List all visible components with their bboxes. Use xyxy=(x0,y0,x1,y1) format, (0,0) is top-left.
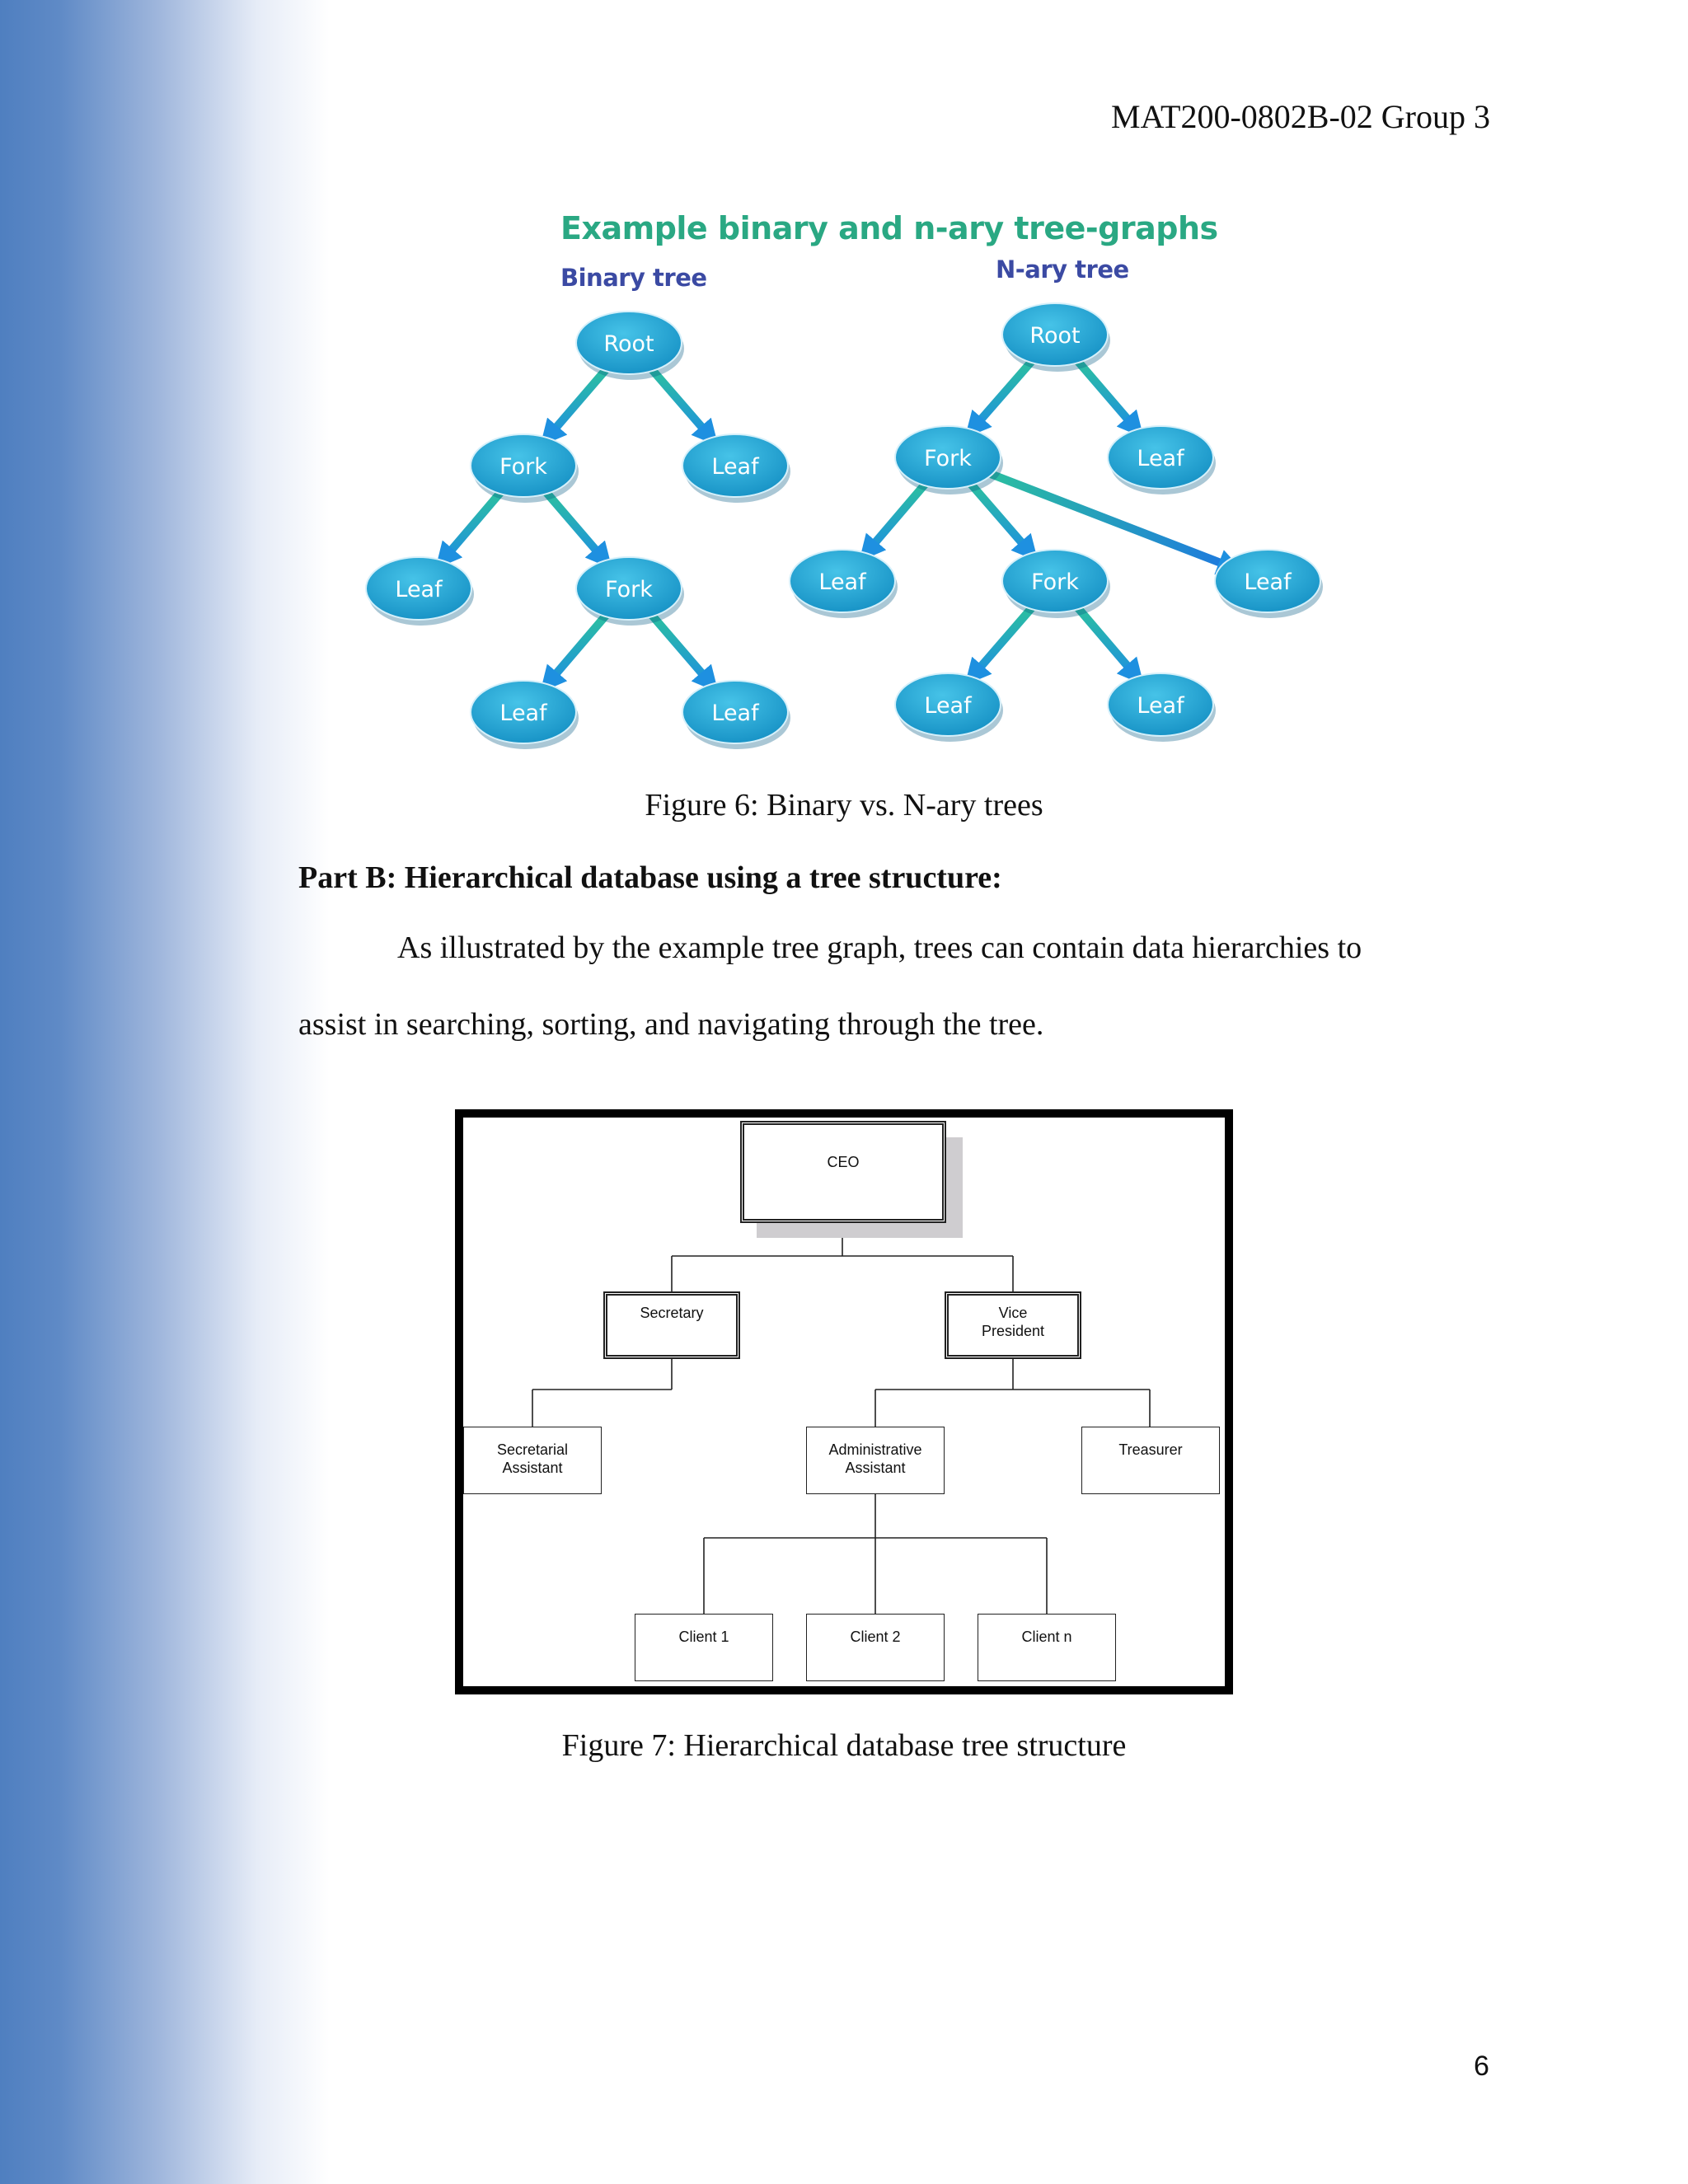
figure6-title: Example binary and n-ary tree-graphs xyxy=(560,210,1218,246)
nary-tree-node-0: Root xyxy=(1001,302,1110,372)
nary-tree-label: N-ary tree xyxy=(996,255,1129,284)
nary-tree-node-2: Leaf xyxy=(1107,425,1216,494)
nary-tree-node-4: Fork xyxy=(1001,549,1110,618)
binary-tree-edge-3 xyxy=(538,484,612,569)
nary-tree-node-label-1: Fork xyxy=(924,446,972,471)
nary-tree-node-7: Leaf xyxy=(1107,673,1216,742)
vice-president-node: Vice President xyxy=(945,1291,1081,1359)
paragraph-line-1: As illustrated by the example tree graph… xyxy=(397,930,1362,965)
nary-tree-node-label-5: Leaf xyxy=(1244,569,1292,595)
running-head: MAT200-0802B-02 Group 3 xyxy=(1111,98,1490,135)
page-number: 6 xyxy=(1474,2050,1489,2082)
paragraph-line-2: assist in searching, sorting, and naviga… xyxy=(298,1007,1044,1042)
nary-tree-node-label-3: Leaf xyxy=(818,569,867,595)
nary-tree-node-5: Leaf xyxy=(1214,549,1323,618)
nary-tree-edge-2 xyxy=(859,476,933,562)
ceo-label: CEO xyxy=(827,1154,860,1170)
binary-tree-node-5: Leaf xyxy=(470,680,579,749)
binary-tree-node-label-2: Leaf xyxy=(711,454,760,480)
administrative-assistant-label-line1: Administrative xyxy=(828,1441,922,1458)
binary-tree-node-label-3: Leaf xyxy=(395,577,443,602)
nary-tree-edge-3 xyxy=(963,476,1039,562)
administrative-assistant-node: Administrative Assistant xyxy=(806,1427,945,1494)
binary-tree-node-2: Leaf xyxy=(682,434,790,503)
administrative-assistant-label-line2: Assistant xyxy=(845,1460,906,1476)
figure6-caption: Figure 6: Binary vs. N-ary trees xyxy=(645,788,1043,823)
nary-tree-node-3: Leaf xyxy=(789,549,898,618)
secretarial-assistant-label-line2: Assistant xyxy=(502,1460,563,1476)
nary-tree-node-label-6: Leaf xyxy=(924,693,973,719)
binary-tree-edge-0 xyxy=(540,361,614,447)
page-side-gradient xyxy=(0,0,330,2184)
figure7-org-chart: CEO Secretary Vice President Secretarial… xyxy=(455,1109,1233,1694)
section-heading: Part B: Hierarchical database using a tr… xyxy=(298,860,1002,895)
client-1-label: Client 1 xyxy=(678,1629,729,1645)
nary-tree-node-label-7: Leaf xyxy=(1137,693,1185,719)
nary-tree-node-label-0: Root xyxy=(1029,323,1080,349)
nary-tree-edge-6 xyxy=(1070,599,1144,686)
binary-tree-node-label-5: Leaf xyxy=(499,701,548,726)
treasurer-label: Treasurer xyxy=(1118,1441,1183,1458)
client-1-node: Client 1 xyxy=(635,1614,773,1681)
org-chart-connectors xyxy=(532,1231,1151,1614)
client-n-node: Client n xyxy=(978,1614,1116,1681)
secretary-node: Secretary xyxy=(603,1291,740,1359)
nary-tree-edge-5 xyxy=(964,599,1040,686)
binary-tree-label: Binary tree xyxy=(560,264,707,292)
binary-tree-node-label-0: Root xyxy=(603,331,654,357)
binary-tree-edge-4 xyxy=(540,607,614,693)
binary-tree-node-4: Fork xyxy=(575,556,684,626)
nary-tree-edge-1 xyxy=(1070,353,1144,438)
nary-tree-edge-4 xyxy=(971,463,1244,575)
binary-tree-node-label-1: Fork xyxy=(499,454,547,480)
figure7-caption: Figure 7: Hierarchical database tree str… xyxy=(561,1728,1127,1763)
binary-tree-node-label-6: Leaf xyxy=(711,701,760,726)
treasurer-node: Treasurer xyxy=(1081,1427,1220,1494)
binary-tree-node-6: Leaf xyxy=(682,680,790,749)
vice-president-label-line1: Vice xyxy=(998,1305,1028,1321)
binary-tree-node-label-4: Fork xyxy=(605,577,653,602)
secretarial-assistant-label-line1: Secretarial xyxy=(496,1441,569,1458)
client-n-label: Client n xyxy=(1021,1629,1072,1645)
binary-tree-edge-5 xyxy=(644,607,719,693)
binary-tree-node-0: Root xyxy=(575,311,684,380)
binary-tree-edge-2 xyxy=(435,484,509,569)
nary-tree-node-1: Fork xyxy=(894,425,1003,494)
binary-tree-node-1: Fork xyxy=(470,434,579,503)
binary-tree-edge-1 xyxy=(644,361,719,447)
secretarial-assistant-node: Secretarial Assistant xyxy=(463,1427,602,1494)
figure6-edges xyxy=(435,353,1244,693)
client-2-node: Client 2 xyxy=(806,1614,945,1681)
nary-tree-node-6: Leaf xyxy=(894,673,1003,742)
ceo-node: CEO xyxy=(740,1121,946,1223)
vice-president-label-line2: President xyxy=(981,1323,1045,1339)
nary-tree-edge-0 xyxy=(964,353,1040,438)
binary-tree-node-3: Leaf xyxy=(365,556,474,626)
nary-tree-node-label-4: Fork xyxy=(1031,569,1079,595)
secretary-label: Secretary xyxy=(640,1305,704,1321)
nary-tree-node-label-2: Leaf xyxy=(1137,446,1185,471)
client-2-label: Client 2 xyxy=(850,1629,901,1645)
